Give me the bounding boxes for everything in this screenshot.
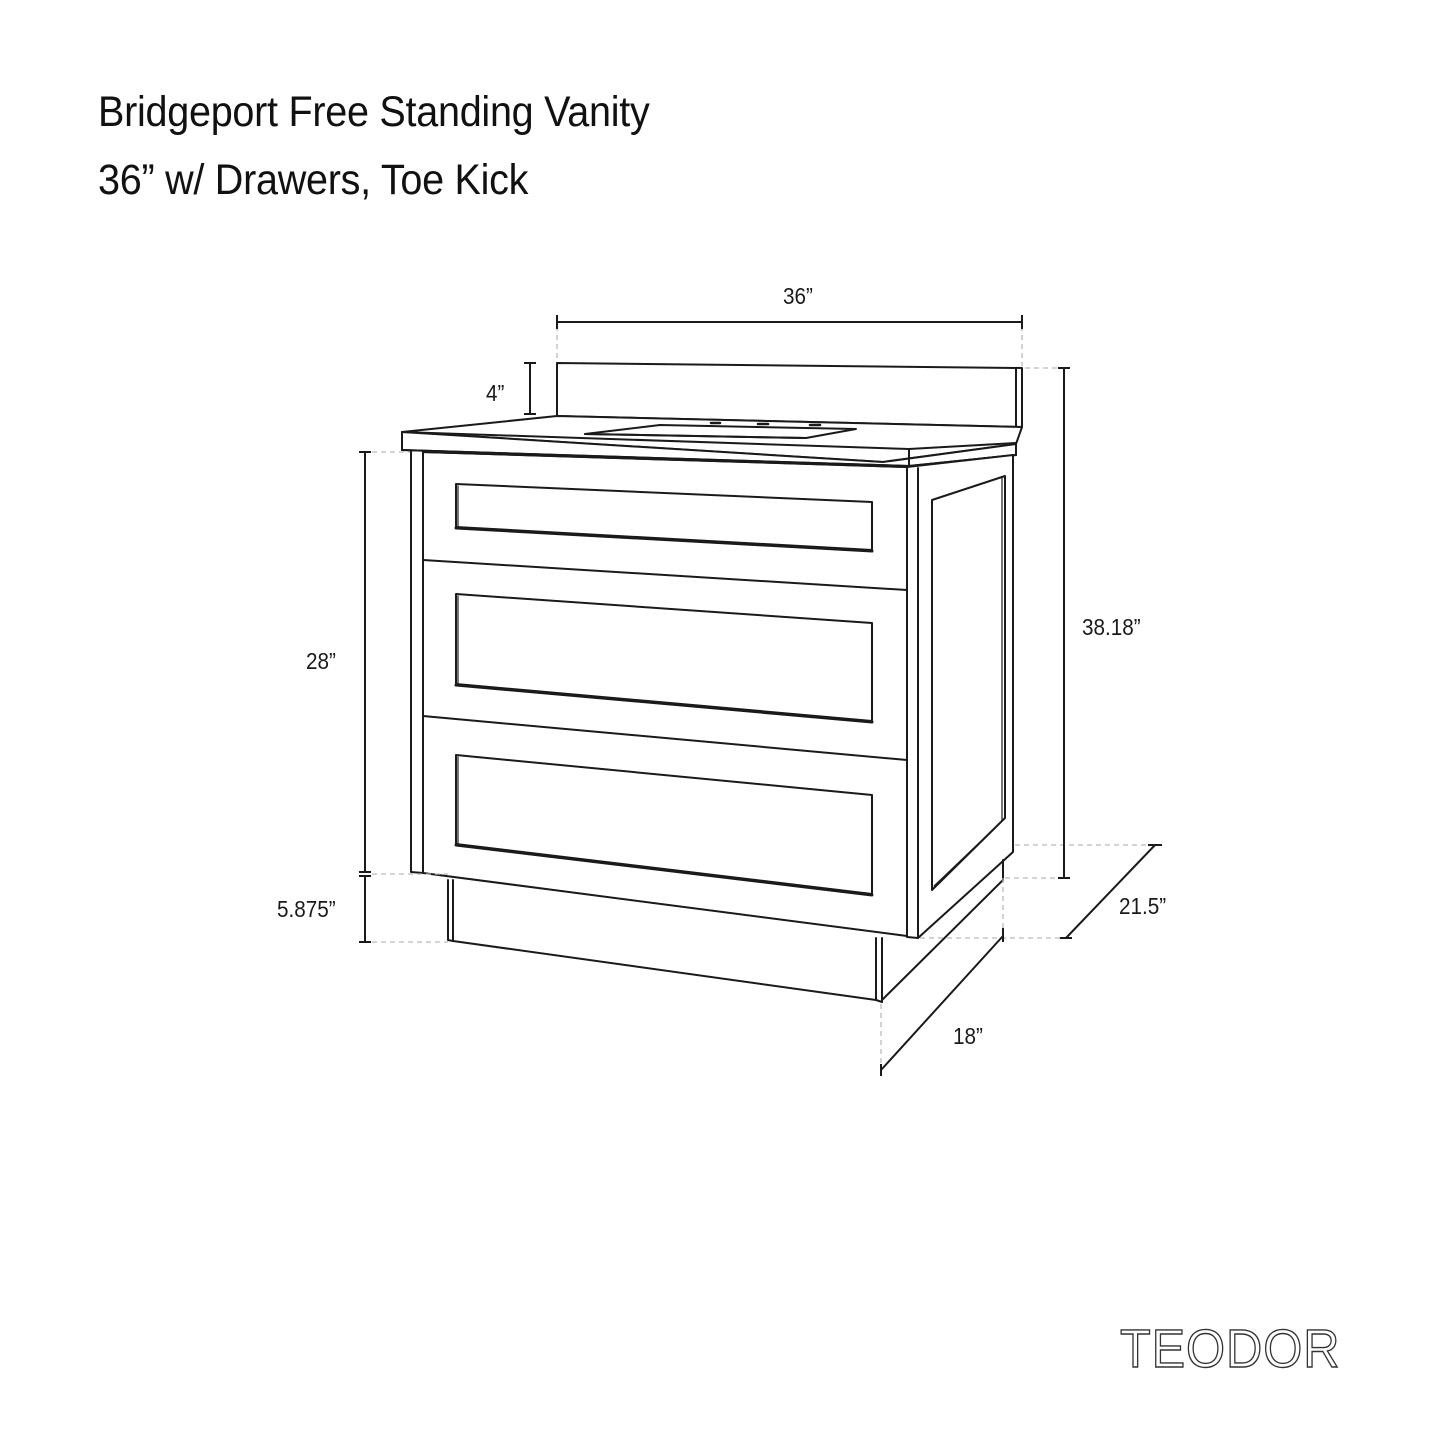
drawer-1 (454, 483, 874, 553)
dim-line-cabinet-height (359, 451, 371, 873)
dimension-label-toe-kick: 5.875” (277, 896, 336, 922)
drawer-3 (454, 754, 874, 897)
countertop (401, 415, 1023, 467)
dimension-label-cabinet-depth: 18” (953, 1023, 983, 1049)
dim-line-toe-kick (359, 875, 371, 943)
dim-line-cabinet-depth (880, 928, 1004, 1076)
dimension-label-cabinet-height: 28” (306, 648, 336, 674)
page-title: Bridgeport Free Standing Vanity (98, 88, 650, 136)
dimension-label-width: 36” (783, 283, 813, 309)
dimension-label-overall-height: 38.18” (1082, 614, 1141, 640)
toe-kick (447, 859, 1004, 1003)
sink-cutout (584, 421, 857, 439)
extension-lines (372, 326, 1155, 1070)
drawer-2 (454, 593, 874, 724)
dimension-label-backsplash: 4” (486, 380, 505, 406)
cabinet-front (410, 450, 908, 937)
dim-line-backsplash (524, 362, 536, 415)
dim-line-width (556, 315, 1023, 329)
dimension-lines (359, 315, 1162, 1076)
dim-line-overall-height (1058, 367, 1070, 879)
cabinet-side (906, 454, 1014, 939)
page-subtitle: 36” w/ Drawers, Toe Kick (98, 156, 529, 204)
dimension-label-overall-depth: 21.5” (1119, 893, 1167, 919)
faucet-holes (709, 421, 822, 427)
brand-logo: TEODOR (1119, 1318, 1341, 1379)
dim-line-overall-depth (1060, 844, 1162, 939)
